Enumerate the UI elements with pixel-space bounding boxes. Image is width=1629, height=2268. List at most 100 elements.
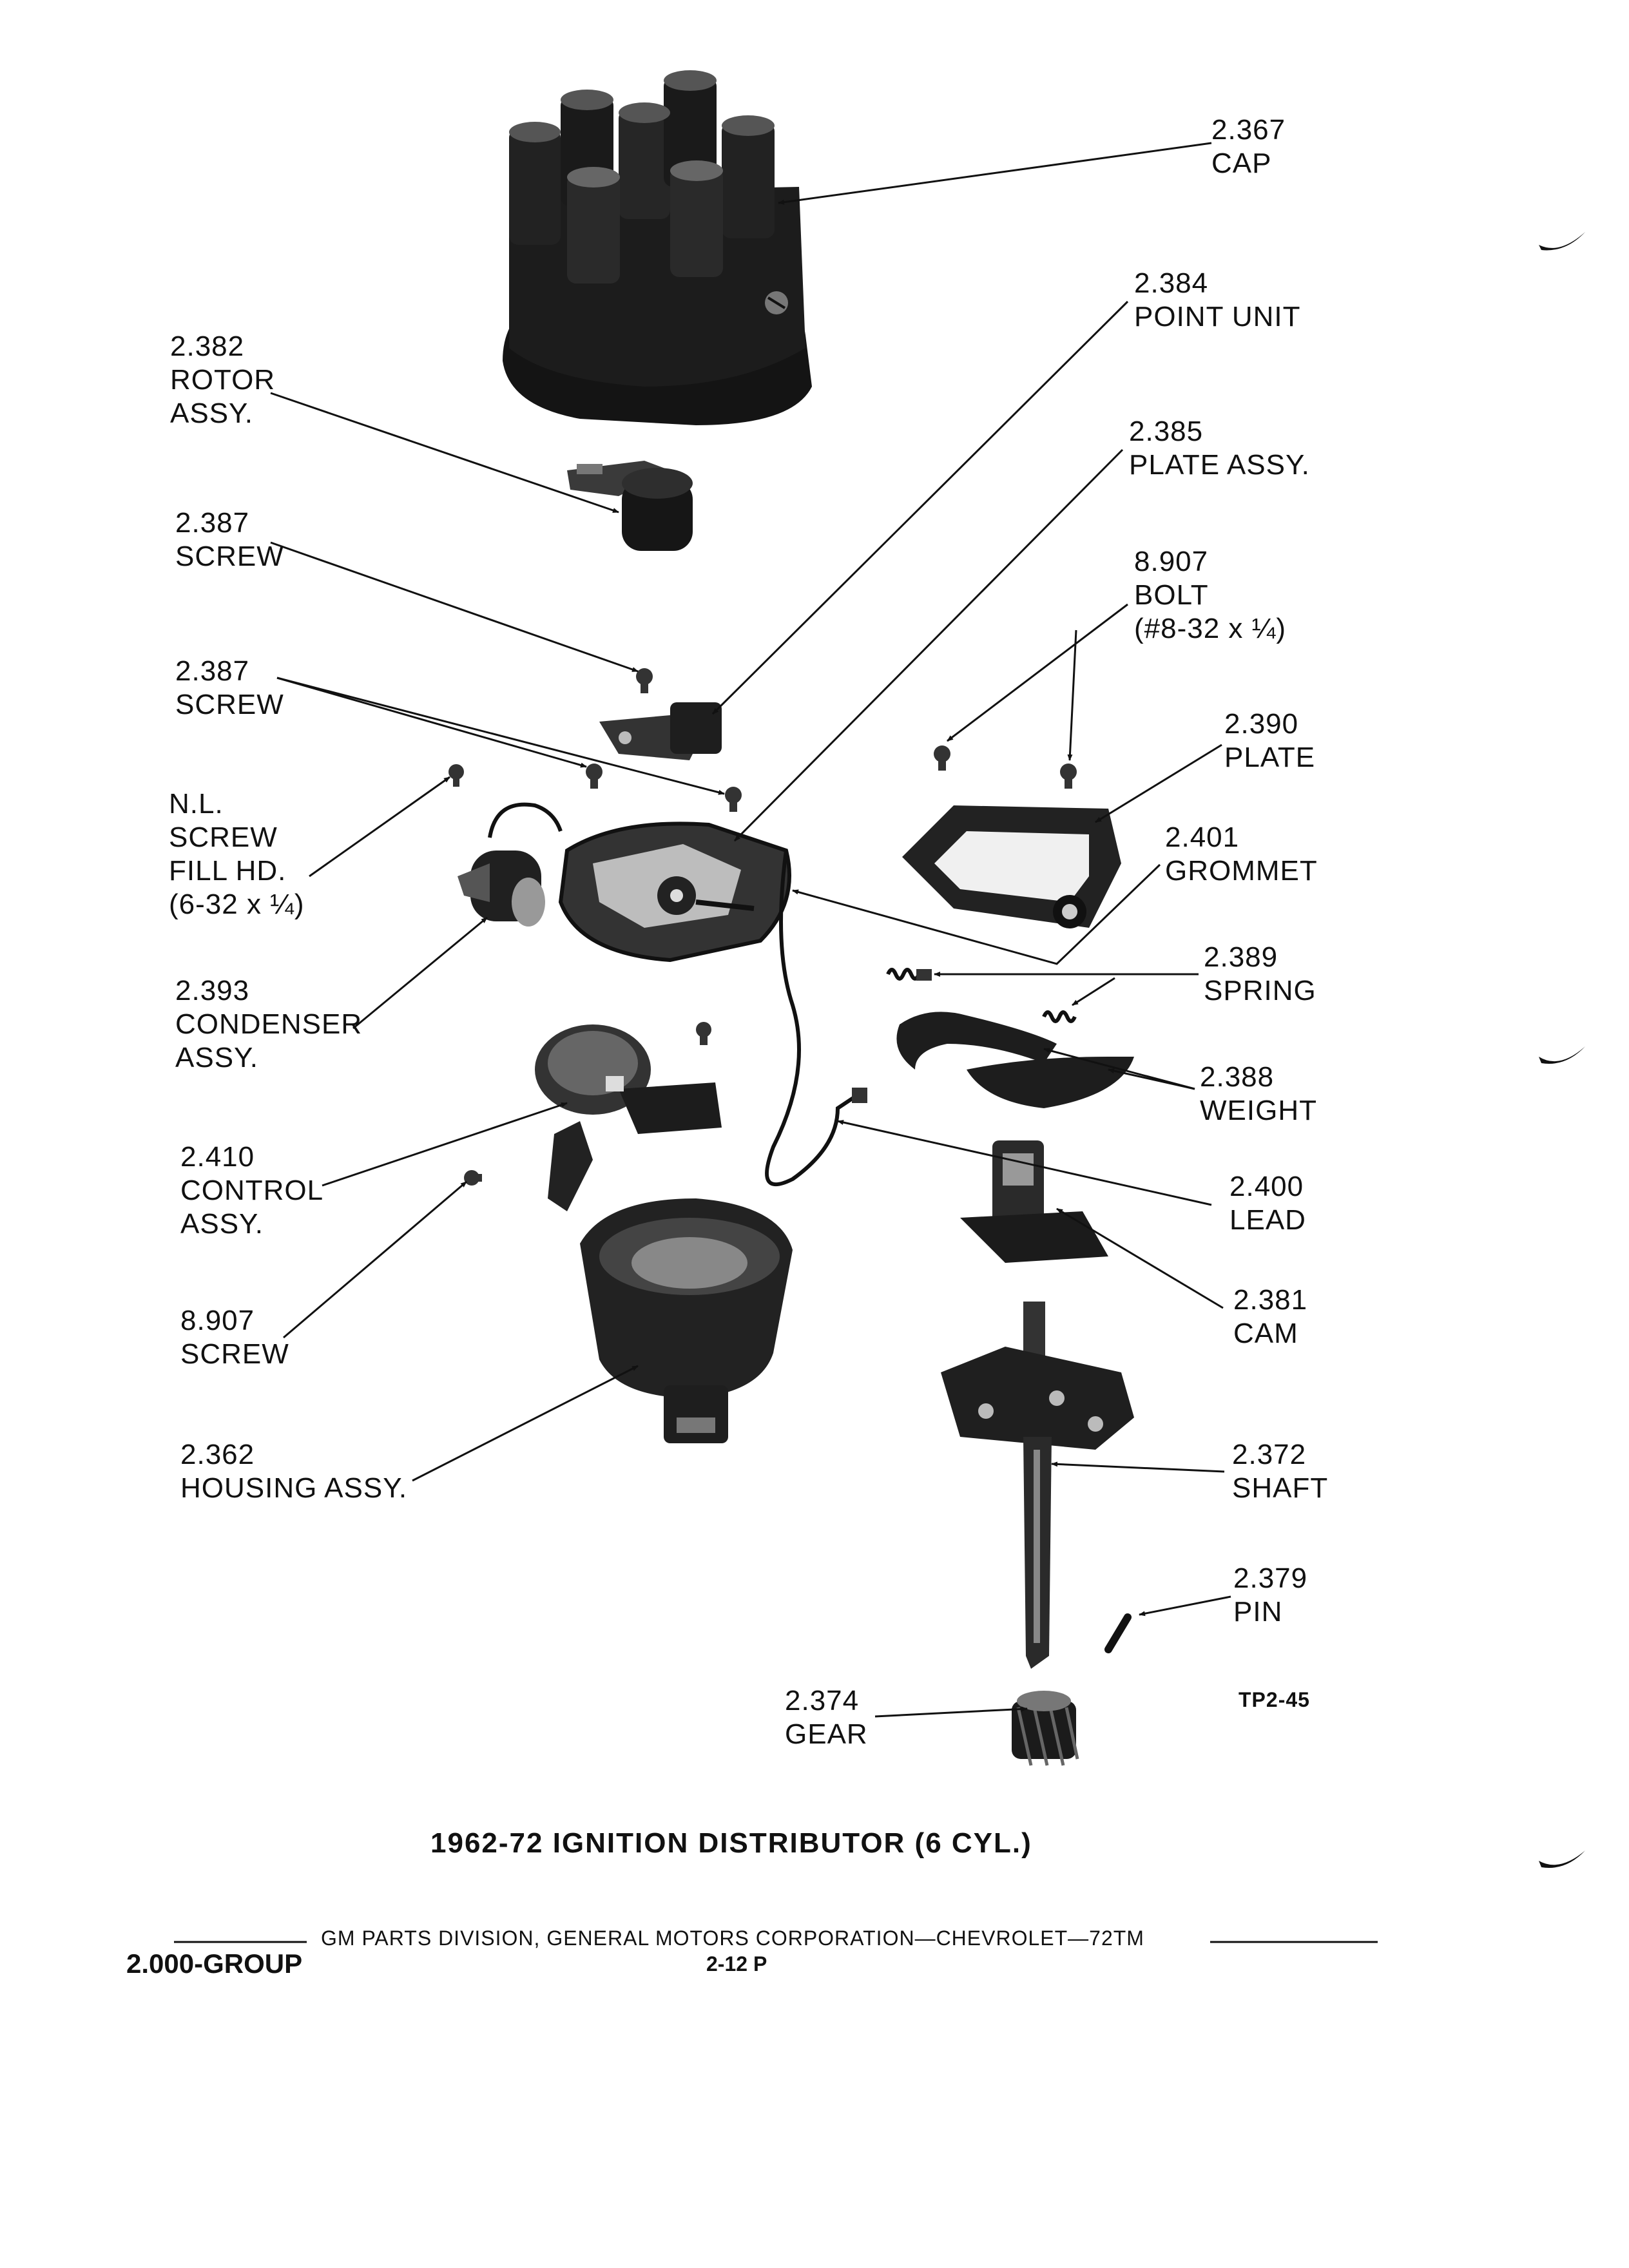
figure-code: TP2-45 — [1239, 1688, 1310, 1711]
part-name: LEAD — [1229, 1204, 1306, 1236]
part-number: 2.362 — [180, 1439, 255, 1470]
footer-page-number: 2-12 P — [706, 1952, 767, 1975]
leader-spring-b — [1072, 977, 1115, 1006]
margin-mark-middle — [1539, 1046, 1585, 1064]
part-number: 2.388 — [1200, 1061, 1275, 1093]
part-number: 2.389 — [1204, 941, 1278, 973]
margin-mark-top — [1539, 232, 1585, 251]
leader-weight-a — [1043, 1048, 1195, 1090]
screw-illustrations — [448, 668, 1077, 1186]
leader-point-unit — [711, 300, 1129, 715]
part-number: 2.400 — [1229, 1171, 1304, 1202]
part-name: PIN — [1233, 1596, 1283, 1628]
shaft-illustration — [941, 1302, 1134, 1669]
part-name: GEAR — [785, 1718, 868, 1750]
leader-screw-lower-a — [276, 677, 587, 768]
springs-weights-illustration — [886, 968, 1134, 1108]
part-number: 2.374 — [785, 1685, 860, 1716]
part-name-2: ASSY. — [175, 1042, 258, 1073]
leader-weight-b — [1108, 1068, 1195, 1090]
leader-bolt-left — [947, 603, 1128, 742]
label-control: 2.410 CONTROL ASSY. — [180, 1140, 323, 1241]
leader-screw-upper — [270, 541, 639, 673]
label-weight: 2.388 WEIGHT — [1200, 1061, 1317, 1128]
part-name: BOLT — [1134, 579, 1209, 611]
pin-illustration — [1104, 1613, 1132, 1653]
part-name: PLATE — [1224, 742, 1316, 773]
part-number: 2.410 — [180, 1141, 255, 1173]
label-bolt: 8.907 BOLT (#8-32 x ¼) — [1134, 545, 1286, 646]
part-number: 8.907 — [1134, 546, 1209, 577]
part-number: N.L. — [169, 788, 224, 820]
label-screw-side: 8.907 SCREW — [180, 1304, 289, 1371]
leader-pin — [1139, 1595, 1231, 1617]
label-housing: 2.362 HOUSING ASSY. — [180, 1438, 407, 1505]
label-screw-upper: 2.387 SCREW — [175, 506, 284, 573]
plate-illustration — [902, 805, 1121, 928]
label-cam: 2.381 CAM — [1233, 1283, 1307, 1350]
footer-publisher: GM PARTS DIVISION, GENERAL MOTORS CORPOR… — [321, 1927, 1144, 1950]
label-plate-assy: 2.385 PLATE ASSY. — [1129, 415, 1310, 482]
leader-lead — [837, 1120, 1212, 1206]
part-number: 2.385 — [1129, 416, 1204, 447]
leader-fill-screw — [309, 776, 450, 878]
part-number: 2.381 — [1233, 1284, 1308, 1316]
leader-bolt-right — [1067, 629, 1077, 761]
part-name-2: ASSY. — [180, 1208, 264, 1240]
primary-lead-illustration — [765, 850, 858, 1187]
part-name: SCREW — [175, 689, 284, 720]
vacuum-control-illustration — [535, 1024, 722, 1211]
part-number: 2.387 — [175, 655, 250, 687]
part-name: WEIGHT — [1200, 1095, 1317, 1126]
label-screw-lower: 2.387 SCREW — [175, 655, 284, 722]
housing-illustration — [580, 1198, 793, 1443]
leader-cam — [1056, 1207, 1224, 1309]
part-number: 2.379 — [1233, 1562, 1308, 1594]
label-rotor: 2.382 ROTOR ASSY. — [170, 330, 275, 430]
part-number: 8.907 — [180, 1305, 255, 1336]
label-plate: 2.390 PLATE — [1224, 707, 1315, 774]
leader-housing — [412, 1365, 639, 1482]
part-name: SHAFT — [1232, 1472, 1329, 1504]
part-name: HOUSING ASSY. — [180, 1472, 408, 1504]
part-number: 2.367 — [1211, 114, 1286, 146]
cam-illustration — [960, 1140, 1108, 1263]
leader-screw-lower-b — [276, 677, 725, 795]
rotor-illustration — [567, 461, 693, 551]
leader-shaft — [1051, 1461, 1225, 1473]
gear-illustration — [1012, 1691, 1079, 1766]
leader-screw-side — [283, 1180, 467, 1339]
part-number: 2.401 — [1165, 822, 1240, 853]
part-name-3: (6-32 x ¼) — [169, 889, 305, 920]
leader-condenser — [352, 916, 488, 1030]
part-name-2: (#8-32 x ¼) — [1134, 613, 1286, 644]
part-name: GROMMET — [1165, 855, 1318, 887]
part-name: CAP — [1211, 148, 1272, 179]
part-name: CONDENSER — [175, 1008, 363, 1040]
distributor-cap-illustration — [503, 70, 812, 425]
leader-cap — [778, 142, 1212, 205]
part-name-2: ASSY. — [170, 398, 253, 429]
part-number: 2.387 — [175, 507, 250, 539]
label-fill-screw: N.L. SCREW FILL HD. (6-32 x ¼) — [169, 787, 305, 921]
leader-gear — [874, 1706, 1028, 1718]
part-name: CONTROL — [180, 1175, 324, 1206]
part-name: SCREW — [169, 822, 278, 853]
breaker-plate-illustration — [558, 822, 791, 963]
label-lead: 2.400 LEAD — [1229, 1170, 1306, 1237]
leader-plate — [1095, 744, 1222, 823]
part-name: CAM — [1233, 1318, 1298, 1349]
lead-terminal-illustration — [852, 1088, 867, 1103]
condenser-illustration — [458, 802, 563, 927]
part-name: SPRING — [1204, 975, 1316, 1006]
label-gear: 2.374 GEAR — [785, 1684, 868, 1751]
part-number: 2.384 — [1134, 267, 1209, 299]
part-number: 2.382 — [170, 331, 245, 362]
leader-control — [322, 1102, 568, 1187]
leader-plate-assy — [733, 448, 1124, 842]
leader-rotor — [270, 392, 619, 514]
leader-grommet — [792, 863, 1161, 965]
part-name: POINT UNIT — [1134, 301, 1301, 332]
